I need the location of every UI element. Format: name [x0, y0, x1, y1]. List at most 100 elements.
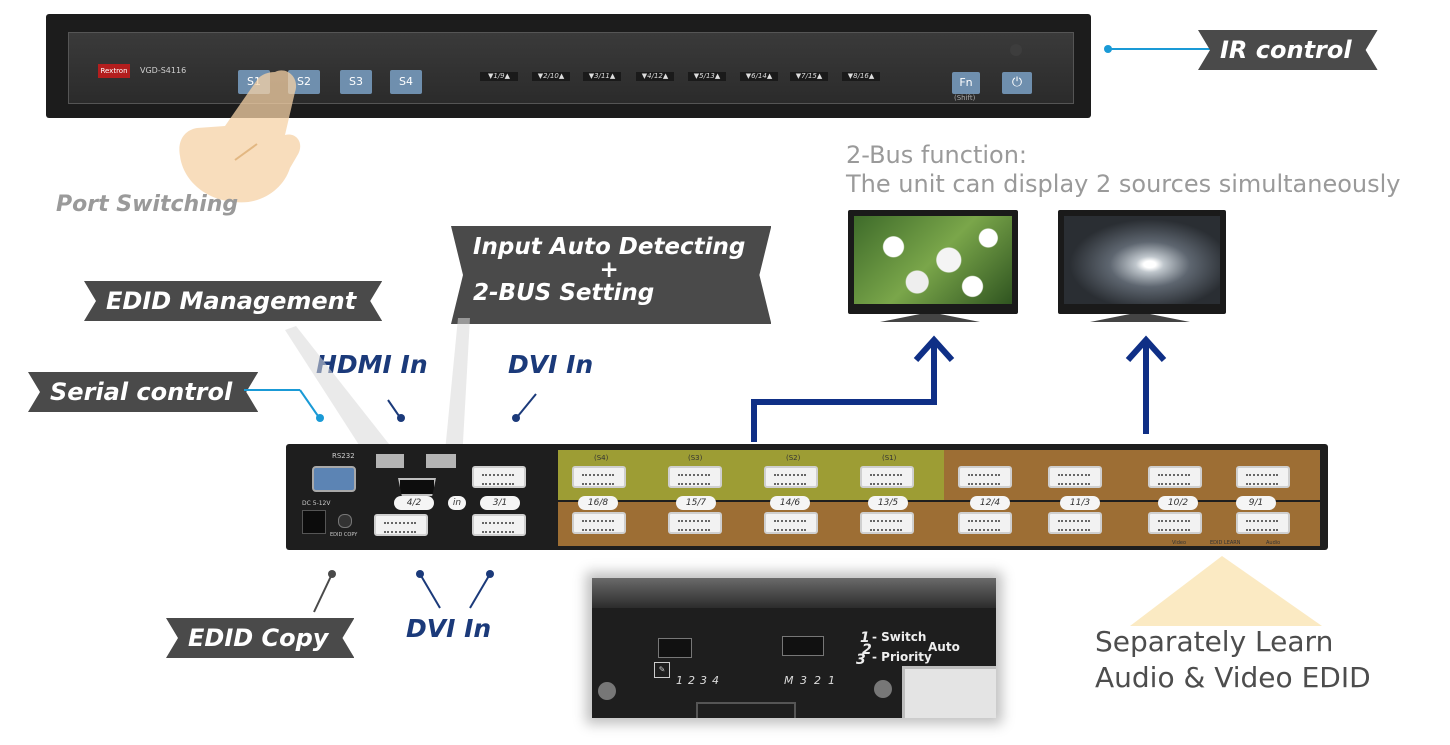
- edid-port-9: [1236, 466, 1290, 488]
- inset-dip-number-4: 4: [712, 674, 719, 687]
- separately-learn-line2: Audio & Video EDID: [1095, 661, 1371, 694]
- bus-output-label-s1: (S1): [882, 454, 897, 462]
- learn-label-video: Video: [1172, 540, 1187, 546]
- input-port-14: [764, 512, 818, 534]
- bus-output-label-s4: (S4): [594, 454, 609, 462]
- inset-dip-number-r1: 1: [828, 674, 835, 687]
- bus-output-label-s3: (S3): [688, 454, 703, 462]
- input-port-13: [860, 512, 914, 534]
- fn-shift-sublabel: (Shift): [954, 94, 976, 102]
- inset-screw-right: [874, 680, 892, 698]
- monitor-left-stand: [880, 314, 980, 322]
- input-auto-detecting-plus: +: [599, 257, 619, 283]
- port-pill-13-5: 13/5: [868, 496, 908, 510]
- input-port-16: [572, 512, 626, 534]
- edid-port-10: [1148, 466, 1202, 488]
- inset-screw-left: [598, 682, 616, 700]
- inset-dip-switch-right[interactable]: [782, 636, 824, 656]
- fn-shift-button[interactable]: Fn: [952, 72, 980, 94]
- bus-output-port-s3: [668, 466, 722, 488]
- port-pill-15-7: 15/7: [676, 496, 716, 510]
- channel-button-3[interactable]: ▼3/11▲: [583, 72, 621, 81]
- edid-copy-tag: EDID Copy: [166, 618, 354, 658]
- port-pill-9-1: 9/1: [1236, 496, 1276, 510]
- select-button-s4[interactable]: S4: [390, 70, 422, 94]
- ir-connector-line: [1104, 45, 1210, 53]
- port-pill-11-3: 11/3: [1060, 496, 1100, 510]
- dip-switch-block-2[interactable]: [426, 454, 456, 468]
- channel-button-4[interactable]: ▼4/12▲: [636, 72, 674, 81]
- inset-dip-switch-left[interactable]: [658, 638, 692, 658]
- inset-dip-number-3: 3: [700, 674, 707, 687]
- port-pill-14-6: 14/6: [770, 496, 810, 510]
- inset-dip-number-2: 2: [688, 674, 695, 687]
- edid-management-tag: EDID Management: [84, 281, 382, 321]
- channel-button-6[interactable]: ▼6/14▲: [740, 72, 778, 81]
- inset-slot: [696, 702, 796, 718]
- channel-button-1[interactable]: ▼1/9▲: [480, 72, 518, 81]
- switch-legend-text-2: - Priority: [872, 650, 932, 664]
- port-pill-16-8: 16/8: [578, 496, 618, 510]
- flower-screen-image: [854, 216, 1012, 304]
- switch-legend-num-3: 3: [856, 652, 866, 668]
- tunnel-screen-image: [1064, 216, 1220, 304]
- learn-label-edid-learn: EDID LEARN: [1210, 540, 1241, 546]
- dvi-input-port-1: [472, 514, 526, 536]
- separately-learn-line1: Separately Learn: [1095, 625, 1334, 658]
- pointing-hand-icon: [179, 70, 301, 203]
- inset-dvi-port: [902, 666, 996, 718]
- channel-button-7[interactable]: ▼7/15▲: [790, 72, 828, 81]
- dvi-input-port-3: [472, 466, 526, 488]
- switch-legend-num-2: 2: [862, 642, 872, 658]
- model-number: VGD-S4116: [140, 66, 187, 75]
- inset-dip-number-m: M: [784, 674, 794, 687]
- channel-button-5[interactable]: ▼5/13▲: [688, 72, 726, 81]
- brand-logo: Rextron: [98, 64, 130, 78]
- ir-control-tag: IR control: [1198, 30, 1378, 70]
- dip-switch-block[interactable]: [376, 454, 404, 468]
- channel-button-8[interactable]: ▼8/16▲: [842, 72, 880, 81]
- switch-legend-text-1: - Switch: [872, 630, 927, 644]
- rs232-label: RS232: [332, 452, 355, 460]
- input-auto-detecting-line1: Input Auto Detecting: [473, 234, 746, 260]
- port-pill-in: in: [448, 496, 466, 510]
- edid-port-12: [958, 466, 1012, 488]
- input-port-9: [1236, 512, 1290, 534]
- inset-dip-number-1: 1: [676, 674, 683, 687]
- bus-output-label-s2: (S2): [786, 454, 801, 462]
- dvi-in-top-label: DVI In: [508, 350, 594, 379]
- learn-label-audio: Audio: [1266, 540, 1281, 546]
- port-switching-label: Port Switching: [56, 192, 239, 217]
- port-pill-3-1: 3/1: [480, 496, 520, 510]
- inset-panel-edge: [592, 578, 996, 608]
- bus-output-port-s1: [860, 466, 914, 488]
- power-button[interactable]: ⏻: [1002, 72, 1032, 94]
- input-port-10: [1148, 512, 1202, 534]
- detail-inset: ✎ 1 2 3 4 M 3 2 1 1 - Switch 2 3 - Prior…: [592, 578, 996, 718]
- dvi-input-port-2: [374, 514, 428, 536]
- switch-legend-num-1: 1: [860, 630, 870, 646]
- bus-function-title: 2-Bus function:: [846, 141, 1028, 169]
- dc-label: DC 5-12V: [302, 500, 331, 507]
- front-panel-face: [68, 32, 1074, 104]
- edid-copy-button[interactable]: [338, 514, 352, 528]
- select-button-s3[interactable]: S3: [340, 70, 372, 94]
- edid-port-11: [1048, 466, 1102, 488]
- hdmi-in-label: HDMI In: [316, 350, 428, 379]
- monitor-left: [848, 210, 1018, 314]
- bus-output-arrows: [751, 335, 1167, 442]
- bus-function-description: The unit can display 2 sources simultane…: [846, 170, 1401, 198]
- hdmi-port: [398, 478, 436, 496]
- channel-button-2[interactable]: ▼2/10▲: [532, 72, 570, 81]
- monitor-right-stand: [1090, 314, 1190, 322]
- input-port-15: [668, 512, 722, 534]
- inset-dip-number-r2: 2: [814, 674, 821, 687]
- bus-setting-line2: 2-BUS Setting: [473, 280, 655, 306]
- ir-sensor: [1010, 44, 1022, 56]
- port-pill-4-2: 4/2: [394, 496, 434, 510]
- inset-dip-number-r3: 3: [800, 674, 807, 687]
- input-port-12: [958, 512, 1012, 534]
- dc-jack: [302, 510, 326, 534]
- bus-output-port-s4: [572, 466, 626, 488]
